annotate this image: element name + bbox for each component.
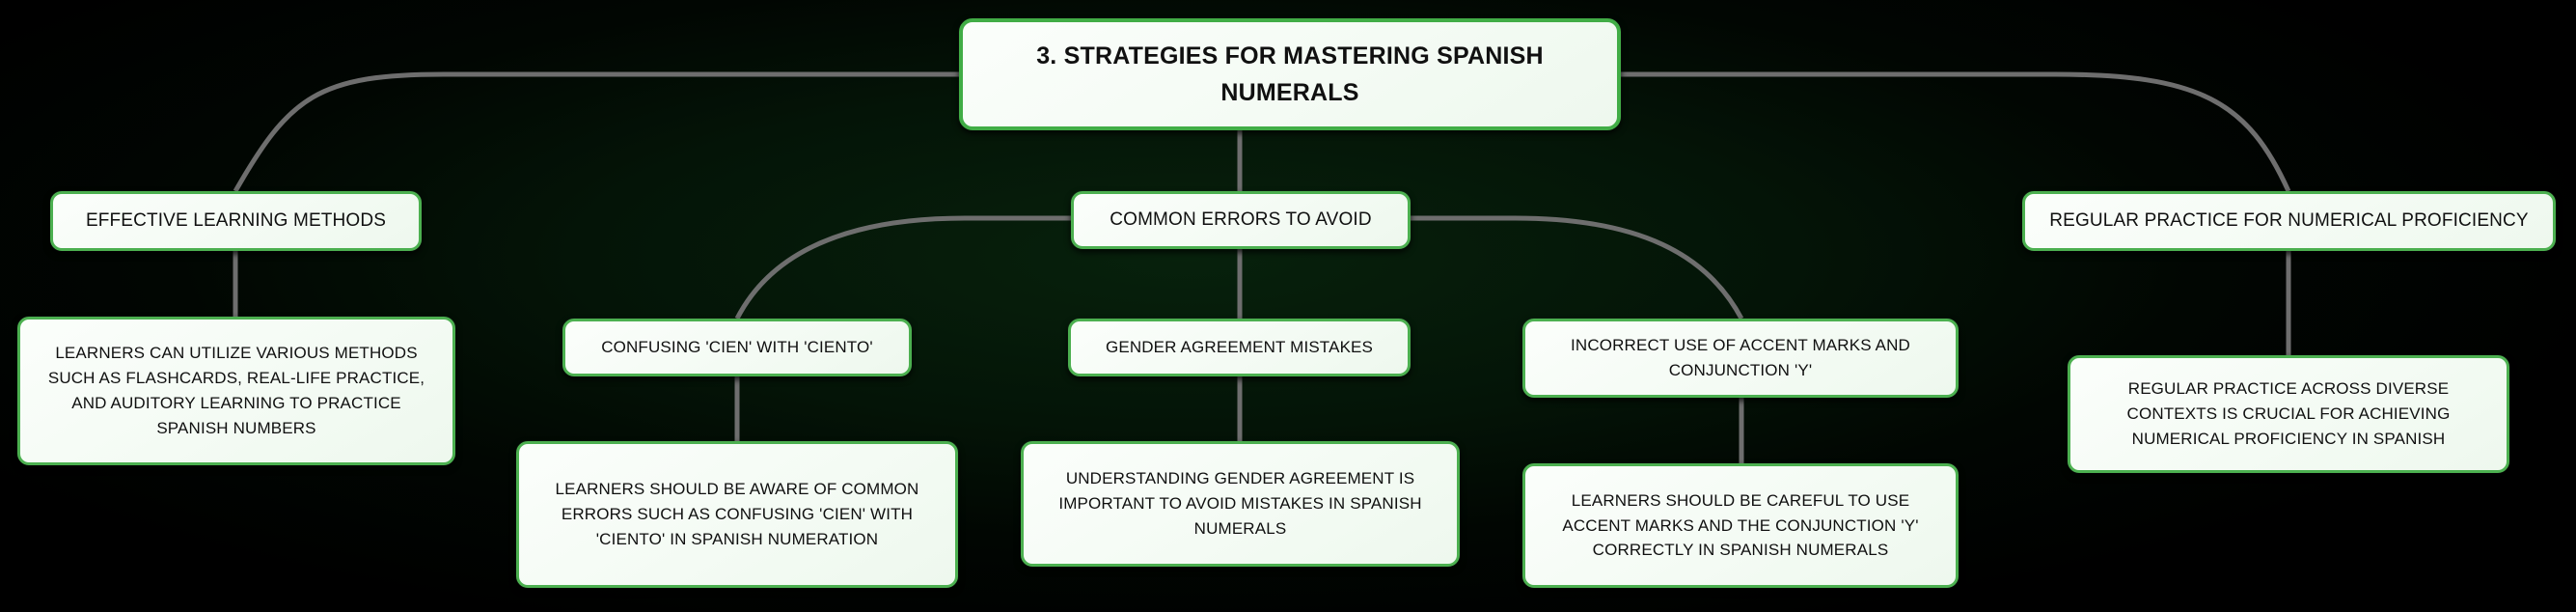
edge-errors-to-accent — [1411, 215, 1744, 320]
node-confusing-cien-ciento-description-label: LEARNERS SHOULD BE AWARE OF COMMON ERROR… — [555, 480, 919, 548]
edge-errors-to-cien — [734, 215, 1071, 320]
node-gender-agreement-mistakes-description-label: UNDERSTANDING GENDER AGREEMENT IS IMPORT… — [1058, 469, 1422, 538]
node-incorrect-accent-marks-description[interactable]: LEARNERS SHOULD BE CAREFUL TO USE ACCENT… — [1522, 463, 1959, 588]
node-regular-practice-proficiency[interactable]: REGULAR PRACTICE FOR NUMERICAL PROFICIEN… — [2022, 191, 2556, 251]
node-effective-learning-methods-label: EFFECTIVE LEARNING METHODS — [85, 209, 387, 231]
node-regular-practice-proficiency-description[interactable]: REGULAR PRACTICE ACROSS DIVERSE CONTEXTS… — [2068, 355, 2509, 473]
node-effective-learning-methods-description[interactable]: LEARNERS CAN UTILIZE VARIOUS METHODS SUC… — [17, 317, 455, 465]
node-effective-learning-methods-description-label: LEARNERS CAN UTILIZE VARIOUS METHODS SUC… — [47, 344, 425, 437]
node-gender-agreement-mistakes[interactable]: GENDER AGREEMENT MISTAKES — [1068, 319, 1411, 376]
node-incorrect-accent-marks-description-label: LEARNERS SHOULD BE CAREFUL TO USE ACCENT… — [1562, 490, 1919, 560]
node-gender-agreement-mistakes-description[interactable]: UNDERSTANDING GENDER AGREEMENT IS IMPORT… — [1021, 441, 1460, 567]
node-confusing-cien-ciento-label: CONFUSING 'CIEN' WITH 'CIENTO' — [601, 338, 873, 357]
edge-root-to-methods — [233, 71, 959, 193]
node-incorrect-accent-marks[interactable]: INCORRECT USE OF ACCENT MARKS AND CONJUN… — [1522, 319, 1959, 398]
node-effective-learning-methods[interactable]: EFFECTIVE LEARNING METHODS — [50, 191, 422, 251]
node-root-label: 3. STRATEGIES FOR MASTERING SPANISH NUME… — [1036, 42, 1544, 106]
node-confusing-cien-ciento-description[interactable]: LEARNERS SHOULD BE AWARE OF COMMON ERROR… — [516, 441, 958, 588]
node-confusing-cien-ciento[interactable]: CONFUSING 'CIEN' WITH 'CIENTO' — [562, 319, 912, 376]
node-incorrect-accent-marks-label: INCORRECT USE OF ACCENT MARKS AND CONJUN… — [1571, 336, 1910, 379]
node-regular-practice-proficiency-label: REGULAR PRACTICE FOR NUMERICAL PROFICIEN… — [2049, 209, 2529, 231]
node-root[interactable]: 3. STRATEGIES FOR MASTERING SPANISH NUME… — [959, 18, 1621, 130]
node-gender-agreement-mistakes-label: GENDER AGREEMENT MISTAKES — [1105, 338, 1374, 357]
node-common-errors-to-avoid-label: COMMON ERRORS TO AVOID — [1110, 209, 1372, 230]
edge-root-to-practice — [1621, 71, 2291, 193]
node-common-errors-to-avoid[interactable]: COMMON ERRORS TO AVOID — [1071, 191, 1411, 249]
node-regular-practice-proficiency-description-label: REGULAR PRACTICE ACROSS DIVERSE CONTEXTS… — [2126, 379, 2451, 448]
